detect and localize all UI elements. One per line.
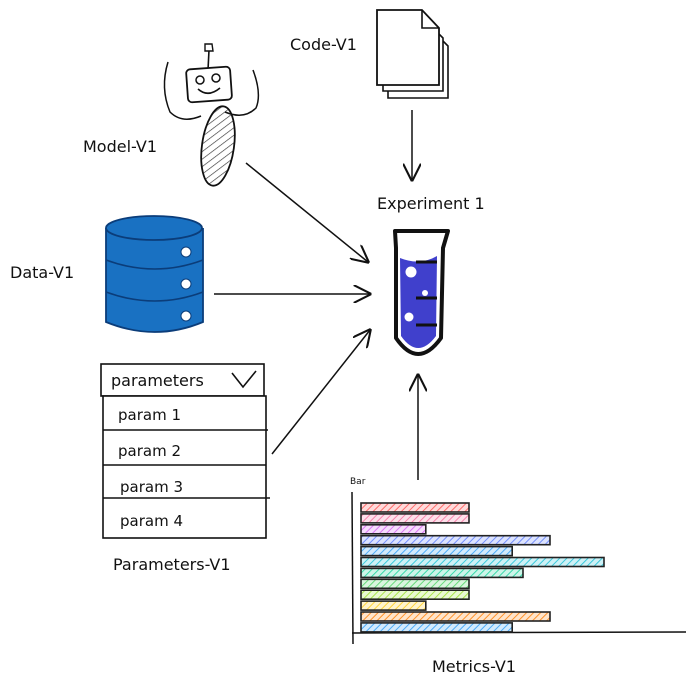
bar-4	[360, 534, 551, 546]
chart-y-axis	[351, 491, 354, 645]
param-item-1[interactable]: param 1	[118, 406, 181, 424]
experiment-label: Experiment 1	[377, 194, 485, 213]
model-arrow	[245, 162, 368, 262]
bar-6	[360, 556, 605, 568]
bar-7	[360, 567, 524, 579]
param-item-2[interactable]: param 2	[118, 442, 181, 460]
bar-10	[360, 600, 427, 611]
chart-x-axis	[351, 631, 687, 634]
chart-title: Bar	[350, 477, 366, 487]
parameters-label: Parameters-V1	[113, 555, 231, 574]
database-icon	[105, 215, 204, 333]
bar-12	[360, 622, 513, 633]
metrics-label: Metrics-V1	[432, 657, 516, 676]
data-label: Data-V1	[10, 263, 74, 282]
model-label: Model-V1	[83, 137, 157, 156]
bar-5	[360, 545, 513, 557]
bar-11	[360, 611, 551, 622]
metrics-chart: Bar	[350, 477, 687, 645]
bar-8	[360, 578, 470, 590]
robot-icon	[163, 43, 260, 187]
parameters-dropdown-label: parameters	[111, 371, 204, 390]
chevron-down-icon	[231, 370, 257, 389]
code-label: Code-V1	[290, 35, 357, 54]
code-document-icon	[376, 9, 449, 99]
parameters-arrow	[271, 330, 370, 455]
param-item-3[interactable]: param 3	[120, 478, 183, 496]
bar-9	[360, 589, 470, 601]
bar-3	[360, 523, 427, 535]
bar-2	[360, 513, 470, 524]
test-tube-icon	[393, 229, 450, 356]
parameters-panel: parameters param 1 param 2 param 3 param…	[100, 363, 270, 539]
param-item-4[interactable]: param 4	[120, 512, 183, 530]
connector-arrows	[214, 110, 418, 480]
bar-1	[360, 502, 470, 513]
